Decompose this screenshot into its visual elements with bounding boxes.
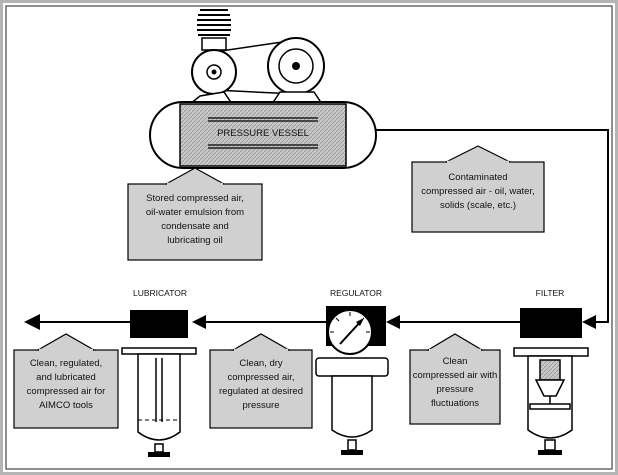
outlet-arrowhead: [24, 314, 40, 330]
callout-fluctuating-line-4: fluctuations: [431, 398, 479, 409]
lubricator-label: LUBRICATOR: [133, 288, 187, 298]
callout-lubricated-line-4: AIMCO tools: [39, 400, 93, 411]
lubricator-head: [130, 310, 188, 338]
filter-label: FILTER: [536, 288, 565, 298]
vessel-label-plate: [179, 103, 347, 167]
callout-regulated-line-4: pressure: [243, 400, 280, 411]
callout-contaminated: Contaminated compressed air - oil, water…: [411, 145, 545, 233]
regulator-inlet-arrowhead: [386, 315, 400, 329]
filter-element: [539, 359, 561, 381]
callout-contaminated-line-1: Contaminated: [448, 172, 507, 183]
callout-regulated-line-3: regulated at desired: [219, 386, 303, 397]
regulator: REGULATOR: [315, 288, 389, 455]
callout-regulated-line-1: Clean, dry: [239, 358, 283, 369]
lubricator-inlet-arrowhead: [192, 315, 206, 329]
callout-contaminated-line-3: solids (scale, etc.): [440, 200, 516, 211]
vessel-label: PRESSURE VESSEL: [217, 128, 309, 139]
callout-lubricated-line-2: and lubricated: [36, 372, 96, 383]
callout-regulated-line-2: compressed air,: [227, 372, 294, 383]
callout-fluctuating-line-3: pressure: [437, 384, 474, 395]
pressure-vessel: PRESSURE VESSEL: [149, 101, 377, 169]
callout-stored-line-1: Stored compressed air,: [146, 193, 244, 204]
cooling-fins: [197, 9, 231, 36]
callout-lubricated: Clean, regulated, and lubricated compres…: [13, 333, 119, 429]
callout-fluctuating-line-1: Clean: [443, 356, 468, 367]
callout-lubricated-line-3: compressed air for: [27, 386, 106, 397]
filter: FILTER: [513, 288, 589, 455]
filter-head: [520, 308, 582, 338]
air-line: [376, 129, 609, 323]
regulator-label: REGULATOR: [330, 288, 382, 298]
inner-frame: [5, 5, 613, 470]
regulator-bowl: [331, 375, 373, 438]
callout-contaminated-line-2: compressed air - oil, water,: [421, 186, 535, 197]
callout-regulated: Clean, dry compressed air, regulated at …: [209, 333, 313, 429]
callout-stored: Stored compressed air, oil-water emulsio…: [127, 167, 263, 261]
lubricator: LUBRICATOR: [121, 288, 197, 457]
compressor: [187, 9, 325, 105]
callout-lubricated-line-1: Clean, regulated,: [30, 358, 102, 369]
compressor-cylinder: [201, 37, 227, 51]
callout-fluctuating: Clean compressed air with pressure fluct…: [409, 333, 501, 425]
callout-stored-line-2: oil-water emulsion from: [146, 207, 244, 218]
callout-stored-line-4: lubricating oil: [167, 235, 222, 246]
lubricator-bowl: [137, 353, 181, 441]
callout-stored-line-3: condensate and: [161, 221, 229, 232]
filter-inlet-arrowhead: [582, 315, 596, 329]
callout-fluctuating-line-2: compressed air with: [413, 370, 497, 381]
